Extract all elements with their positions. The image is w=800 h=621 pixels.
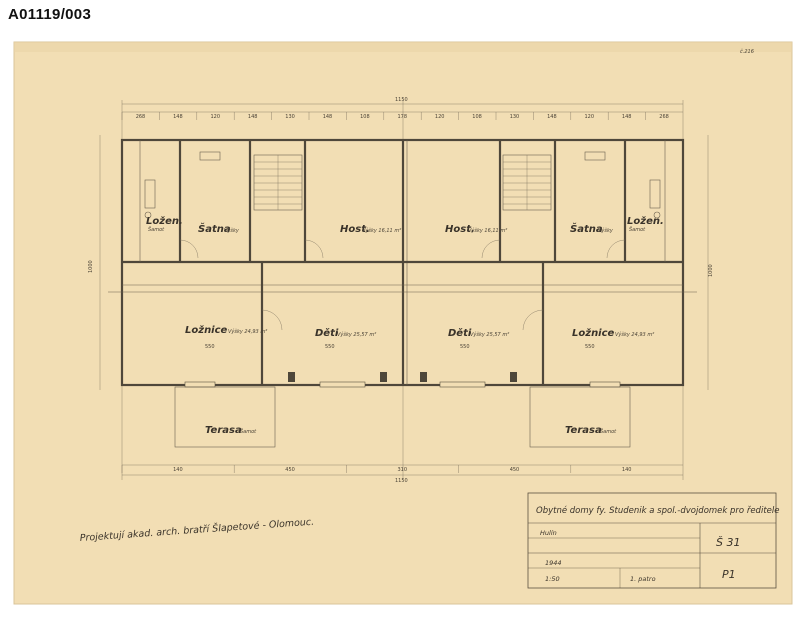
archive-id: A01119/003 xyxy=(8,6,92,23)
room-kids-right: Děti xyxy=(448,327,472,339)
top-dimension-value: 120 xyxy=(585,114,595,120)
room-bedroom-right: Ložnice xyxy=(572,327,615,339)
top-dimension-value: 148 xyxy=(248,114,258,120)
svg-text:550: 550 xyxy=(205,344,215,350)
corner-mark: č.216 xyxy=(740,48,754,55)
svg-text:1000: 1000 xyxy=(708,264,714,277)
stairs-right xyxy=(502,154,552,211)
title-block-place: Hulín xyxy=(540,529,557,537)
svg-text:Výšky: Výšky xyxy=(224,227,240,234)
svg-text:Výšky 16,11 m²: Výšky 16,11 m² xyxy=(362,227,401,234)
terrace-right-outline xyxy=(529,386,631,448)
top-dimension-value: 148 xyxy=(173,114,183,120)
bottom-dimension-value: 450 xyxy=(510,467,520,473)
svg-text:Výšky: Výšky xyxy=(598,227,614,234)
room-guest-left: Host. xyxy=(340,224,370,235)
svg-text:Výšky 25,57 m²: Výšky 25,57 m² xyxy=(337,331,376,338)
top-dimension-value: 120 xyxy=(211,114,221,120)
title-block-floor: 1. patro xyxy=(630,575,656,583)
room-wc-right: Ložen. xyxy=(627,215,664,227)
room-labels-right: Ložen. Šamot Šatna Výšky Host. Výšky 16,… xyxy=(445,215,664,436)
bottom-dimension-value: 140 xyxy=(173,467,183,473)
terrace-left-outline xyxy=(174,386,276,448)
title-block-title: Obytné domy fy. Studenik a spol.-dvojdom… xyxy=(536,505,779,516)
bottom-dimension-value: 310 xyxy=(398,467,408,473)
dimension-lines: 1150 268 148 120 148 130 148 108 178 120 108 130 14… xyxy=(88,97,714,484)
top-dimension-value: 108 xyxy=(360,114,370,120)
svg-text:Šamot: Šamot xyxy=(600,428,617,435)
top-dimension-value: 178 xyxy=(398,114,408,120)
bottom-dimension-value: 450 xyxy=(285,467,295,473)
title-block-scale: 1:50 xyxy=(545,575,560,583)
room-labels-left: Ložen. Šamot Šatna Výšky Host. Výšky 16,… xyxy=(146,215,401,436)
svg-text:Výšky 25,57 m²: Výšky 25,57 m² xyxy=(470,331,509,338)
svg-text:1000: 1000 xyxy=(88,260,94,273)
room-closet-right: Šatna xyxy=(570,221,603,235)
room-guest-right: Host. xyxy=(445,224,475,235)
top-dimension-value: 148 xyxy=(323,114,333,120)
svg-text:550: 550 xyxy=(585,344,595,350)
title-block: Obytné domy fy. Studenik a spol.-dvojdom… xyxy=(527,492,779,589)
floor-plan xyxy=(108,138,697,448)
sheet-code: P1 xyxy=(722,568,736,581)
svg-text:1150: 1150 xyxy=(395,97,408,103)
top-dimension-value: 108 xyxy=(472,114,482,120)
top-dimension-value: 148 xyxy=(547,114,557,120)
room-span-dimensions: 550 550 550 550 xyxy=(205,344,595,350)
svg-text:Výšky 24,93 m²: Výšky 24,93 m² xyxy=(228,328,267,335)
room-closet-left: Šatna xyxy=(198,221,231,235)
room-bedroom-left: Ložnice xyxy=(185,324,228,336)
title-block-year: 1944 xyxy=(545,559,562,567)
stairs-left xyxy=(253,154,303,211)
svg-text:550: 550 xyxy=(460,344,470,350)
top-dimension-value: 268 xyxy=(659,114,669,120)
top-dimension-value: 130 xyxy=(285,114,295,120)
top-dimension-value: 130 xyxy=(510,114,520,120)
svg-text:Šamot: Šamot xyxy=(629,226,646,233)
svg-text:Šamot: Šamot xyxy=(148,226,165,233)
room-wc-left: Ložen. xyxy=(146,215,183,227)
svg-text:Výšky 16,11 m²: Výšky 16,11 m² xyxy=(468,227,507,234)
top-dimension-value: 148 xyxy=(622,114,632,120)
top-dimension-value: 120 xyxy=(435,114,445,120)
svg-text:550: 550 xyxy=(325,344,335,350)
room-terrace-left: Terasa xyxy=(205,425,242,436)
svg-text:1150: 1150 xyxy=(395,478,408,484)
bottom-dimension-value: 140 xyxy=(622,467,632,473)
svg-text:Šamot: Šamot xyxy=(240,428,257,435)
room-kids-left: Děti xyxy=(315,327,339,339)
top-dimension-value: 268 xyxy=(136,114,146,120)
svg-text:Výšky 24,93 m²: Výšky 24,93 m² xyxy=(615,331,654,338)
room-terrace-right: Terasa xyxy=(565,425,602,436)
sheet-number: Š 31 xyxy=(716,536,740,549)
